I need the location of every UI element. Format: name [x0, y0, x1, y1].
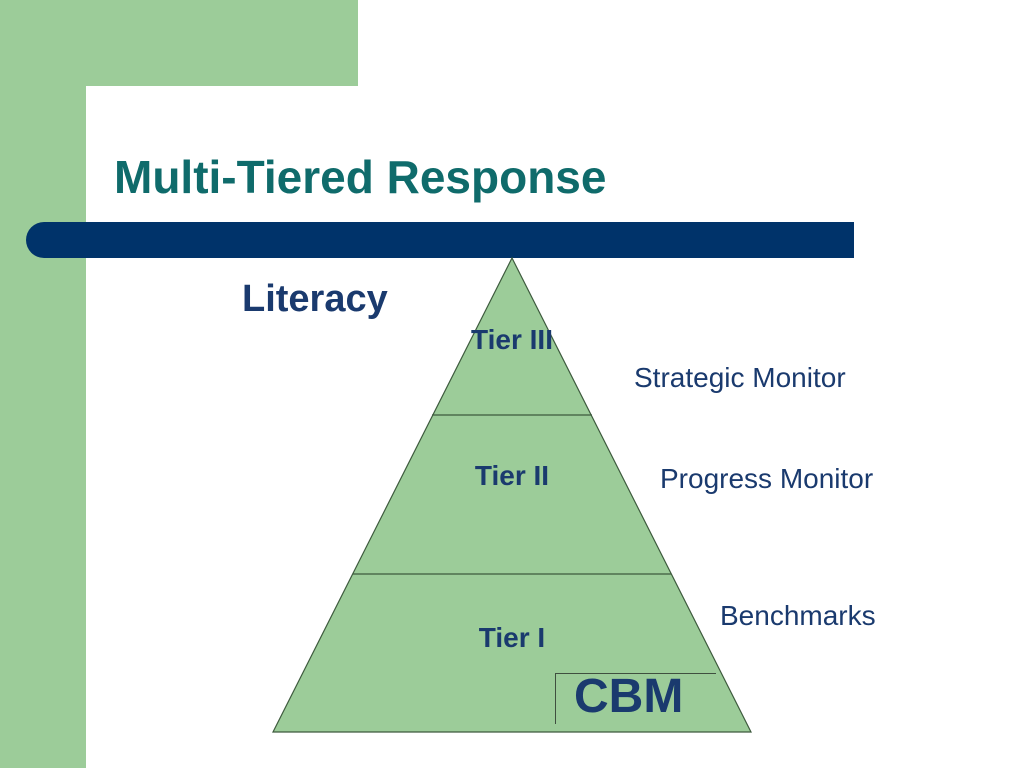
- pyramid-outline: [272, 256, 752, 733]
- subtitle-literacy: Literacy: [242, 278, 388, 320]
- cbm-box: [555, 673, 716, 724]
- tier-1-side-label: Benchmarks: [720, 600, 876, 631]
- tier-2-label: Tier II: [474, 460, 550, 491]
- tier-2-side-label: Progress Monitor: [660, 463, 874, 494]
- title-underline-bar: [26, 222, 854, 258]
- tier-3-side-label: Strategic Monitor: [634, 362, 846, 393]
- tier-1-label: Tier I: [478, 622, 546, 653]
- background-green-top: [0, 0, 358, 86]
- cbm-label: CBM: [574, 670, 684, 723]
- background-green-left: [0, 0, 86, 768]
- tier-3-label: Tier III: [471, 324, 553, 355]
- slide-title: Multi-Tiered Response: [114, 151, 607, 203]
